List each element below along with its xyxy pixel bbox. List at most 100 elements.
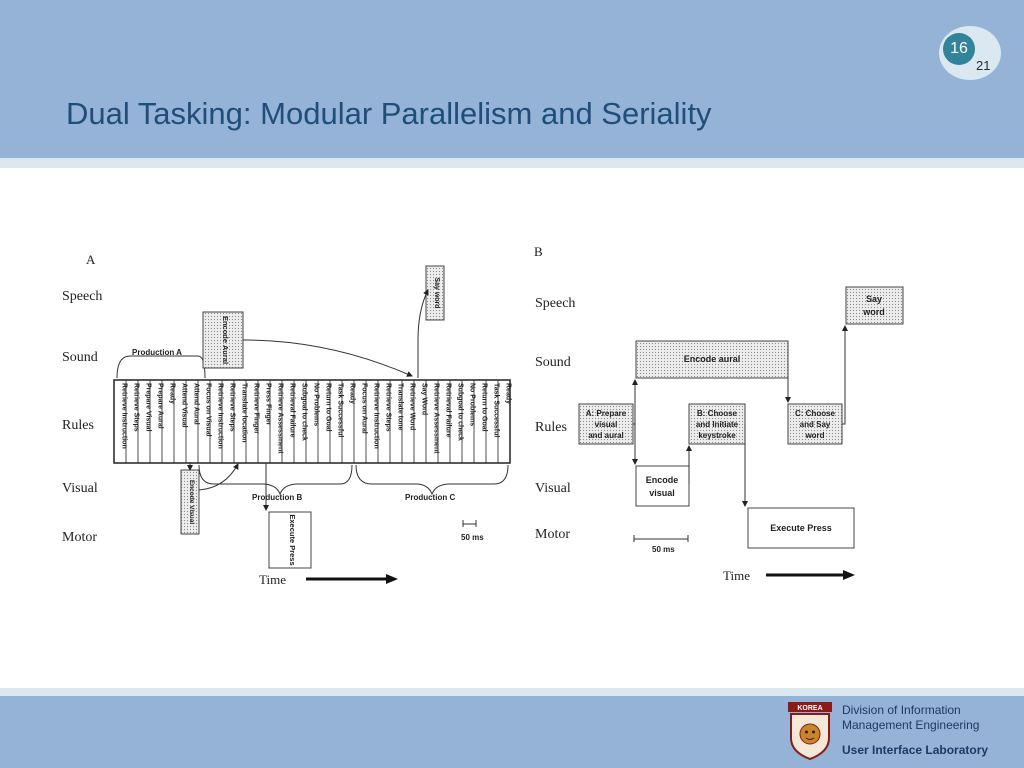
rule-column-label: Retrieve Steps xyxy=(133,383,140,432)
b-rule-c-line2: and Say xyxy=(800,420,831,429)
b-rule-a-box xyxy=(578,403,634,445)
production-a-label: Production A xyxy=(132,348,182,357)
footer-lab-name: User Interface Laboratory xyxy=(842,743,989,757)
rule-column-label: Retrieve Instruction xyxy=(217,383,224,449)
production-c-bracket xyxy=(355,464,509,496)
b-say-word-line1: Say xyxy=(866,294,882,304)
rule-column-label: Ready xyxy=(169,383,176,404)
rule-column-label: Translate tone xyxy=(397,383,404,431)
total-page-number: 21 xyxy=(976,58,991,73)
b-rule-b-line1: B: Choose xyxy=(697,409,738,418)
rule-column-label: Retrieval Failure xyxy=(289,383,296,438)
korea-university-logo: KOREA xyxy=(788,702,832,760)
rule-column-label: Translate location xyxy=(241,383,248,443)
rule-column-label: Retrieve Assessment xyxy=(277,383,284,454)
figure-b: B Speech Sound Rules Visual Motor A: Pre… xyxy=(534,244,904,583)
b-rule-a-line3: and aural xyxy=(588,431,624,440)
b-encode-aural-box xyxy=(635,340,789,379)
footer-band xyxy=(0,696,1024,768)
b-rule-c-box xyxy=(787,403,843,445)
a-time-label: Time xyxy=(259,572,286,587)
figure-a-label: A xyxy=(86,252,96,267)
b-say-word-box xyxy=(845,286,904,325)
a-execute-press-label: Execute Press xyxy=(288,514,297,565)
b-row-visual: Visual xyxy=(535,481,571,496)
rule-column-label: Return to Goal xyxy=(481,383,488,432)
a-encode-visual-label: Encode Visual xyxy=(188,480,195,525)
b-row-speech: Speech xyxy=(535,296,575,311)
b-rule-a-line1: A: Prepare xyxy=(586,409,627,418)
b-rule-b-box xyxy=(688,403,746,445)
a-execute-press-box xyxy=(268,511,312,569)
rule-column-label: No Problems xyxy=(469,383,476,426)
figure-a: A Speech Sound Rules Visual Motor Produc… xyxy=(62,252,512,587)
a-encode-aural-box xyxy=(202,311,244,369)
a-connector-visual-back xyxy=(198,463,239,491)
rule-column-label: Retrieval Failure xyxy=(445,383,452,438)
footer-division-line2: Management Engineering xyxy=(842,718,980,732)
a-connector-say xyxy=(417,289,429,378)
rule-column-label: Retrieve Steps xyxy=(385,383,392,432)
b-rule-a-line2: visual xyxy=(595,420,618,429)
rule-column-label: Retrieve Word xyxy=(409,383,416,430)
rule-column-label: Attend Aural xyxy=(193,383,200,425)
rule-column-label: Retrieve Finger xyxy=(253,383,260,434)
a-scale-label: 50 ms xyxy=(461,533,484,542)
rule-column-label: Focus on Aural xyxy=(361,383,368,434)
rule-column-label: No Problems xyxy=(313,383,320,426)
rule-column-label: Return to Goal xyxy=(325,383,332,432)
b-execute-press-box xyxy=(747,507,855,549)
rule-column-label: Subgoal to check xyxy=(457,383,464,441)
rule-column-label: Press Finger xyxy=(265,383,272,426)
current-page-dot xyxy=(943,33,975,65)
rule-column-label: Retrieve Assessment xyxy=(433,383,440,454)
a-connector-aural xyxy=(242,339,413,377)
rule-column-label: Ready xyxy=(505,383,512,404)
b-encode-aural-label: Encode aural xyxy=(684,354,741,364)
figure-b-label: B xyxy=(534,244,543,259)
footer-division-line1: Division of Information xyxy=(842,703,961,717)
a-rule-columns: Retrieve Instruction Retrieve Steps Prepar… xyxy=(121,380,512,463)
header-band xyxy=(0,0,1024,158)
production-c-label: Production C xyxy=(405,493,455,502)
current-page-number: 16 xyxy=(950,40,968,57)
header-stripe xyxy=(0,158,1024,168)
a-say-word-label: Say word xyxy=(433,277,440,308)
rule-column-label: Task Successful xyxy=(493,383,500,437)
production-b-label: Production B xyxy=(252,493,302,502)
b-row-sound: Sound xyxy=(535,355,571,370)
footer-stripe xyxy=(0,688,1024,696)
rule-column-label: Retrieve Instruction xyxy=(121,383,128,449)
a-row-visual: Visual xyxy=(62,481,98,496)
logo-text: KOREA xyxy=(797,705,822,712)
rule-column-label: Prepare Aural xyxy=(157,383,164,429)
b-execute-press-label: Execute Press xyxy=(770,523,832,533)
rule-column-label: Subgoal to check xyxy=(301,383,308,441)
b-row-motor: Motor xyxy=(535,527,570,542)
b-rule-c-line3: word xyxy=(804,431,824,440)
a-encode-aural-label: Encode Aural xyxy=(221,316,230,364)
a-row-motor: Motor xyxy=(62,530,97,545)
a-row-rules: Rules xyxy=(62,418,94,433)
a-rules-strip xyxy=(113,379,511,464)
rule-column-label: Prepare Visual xyxy=(145,383,152,432)
a-row-speech: Speech xyxy=(62,289,102,304)
rule-column-label: Say Word xyxy=(421,383,428,415)
b-encode-visual-line2: visual xyxy=(649,488,675,498)
rule-column-label: Retrieve Steps xyxy=(229,383,236,432)
b-time-label: Time xyxy=(723,568,750,583)
b-rule-c-line1: C: Choose xyxy=(795,409,836,418)
b-rule-b-line3: keystroke xyxy=(698,431,736,440)
b-rule-b-line2: and Initiate xyxy=(696,420,739,429)
b-scale-label: 50 ms xyxy=(652,545,675,554)
b-connector-c-say xyxy=(842,325,848,425)
rule-column-label: Ready xyxy=(349,383,356,404)
a-row-sound: Sound xyxy=(62,350,98,365)
b-encode-visual-line1: Encode xyxy=(646,475,679,485)
rule-column-label: Retrieve Instruction xyxy=(373,383,380,449)
b-row-rules: Rules xyxy=(535,420,567,435)
rule-column-label: Attend Visual xyxy=(181,383,188,428)
production-b-bracket xyxy=(198,464,353,496)
rule-column-label: Task Successful xyxy=(337,383,344,437)
